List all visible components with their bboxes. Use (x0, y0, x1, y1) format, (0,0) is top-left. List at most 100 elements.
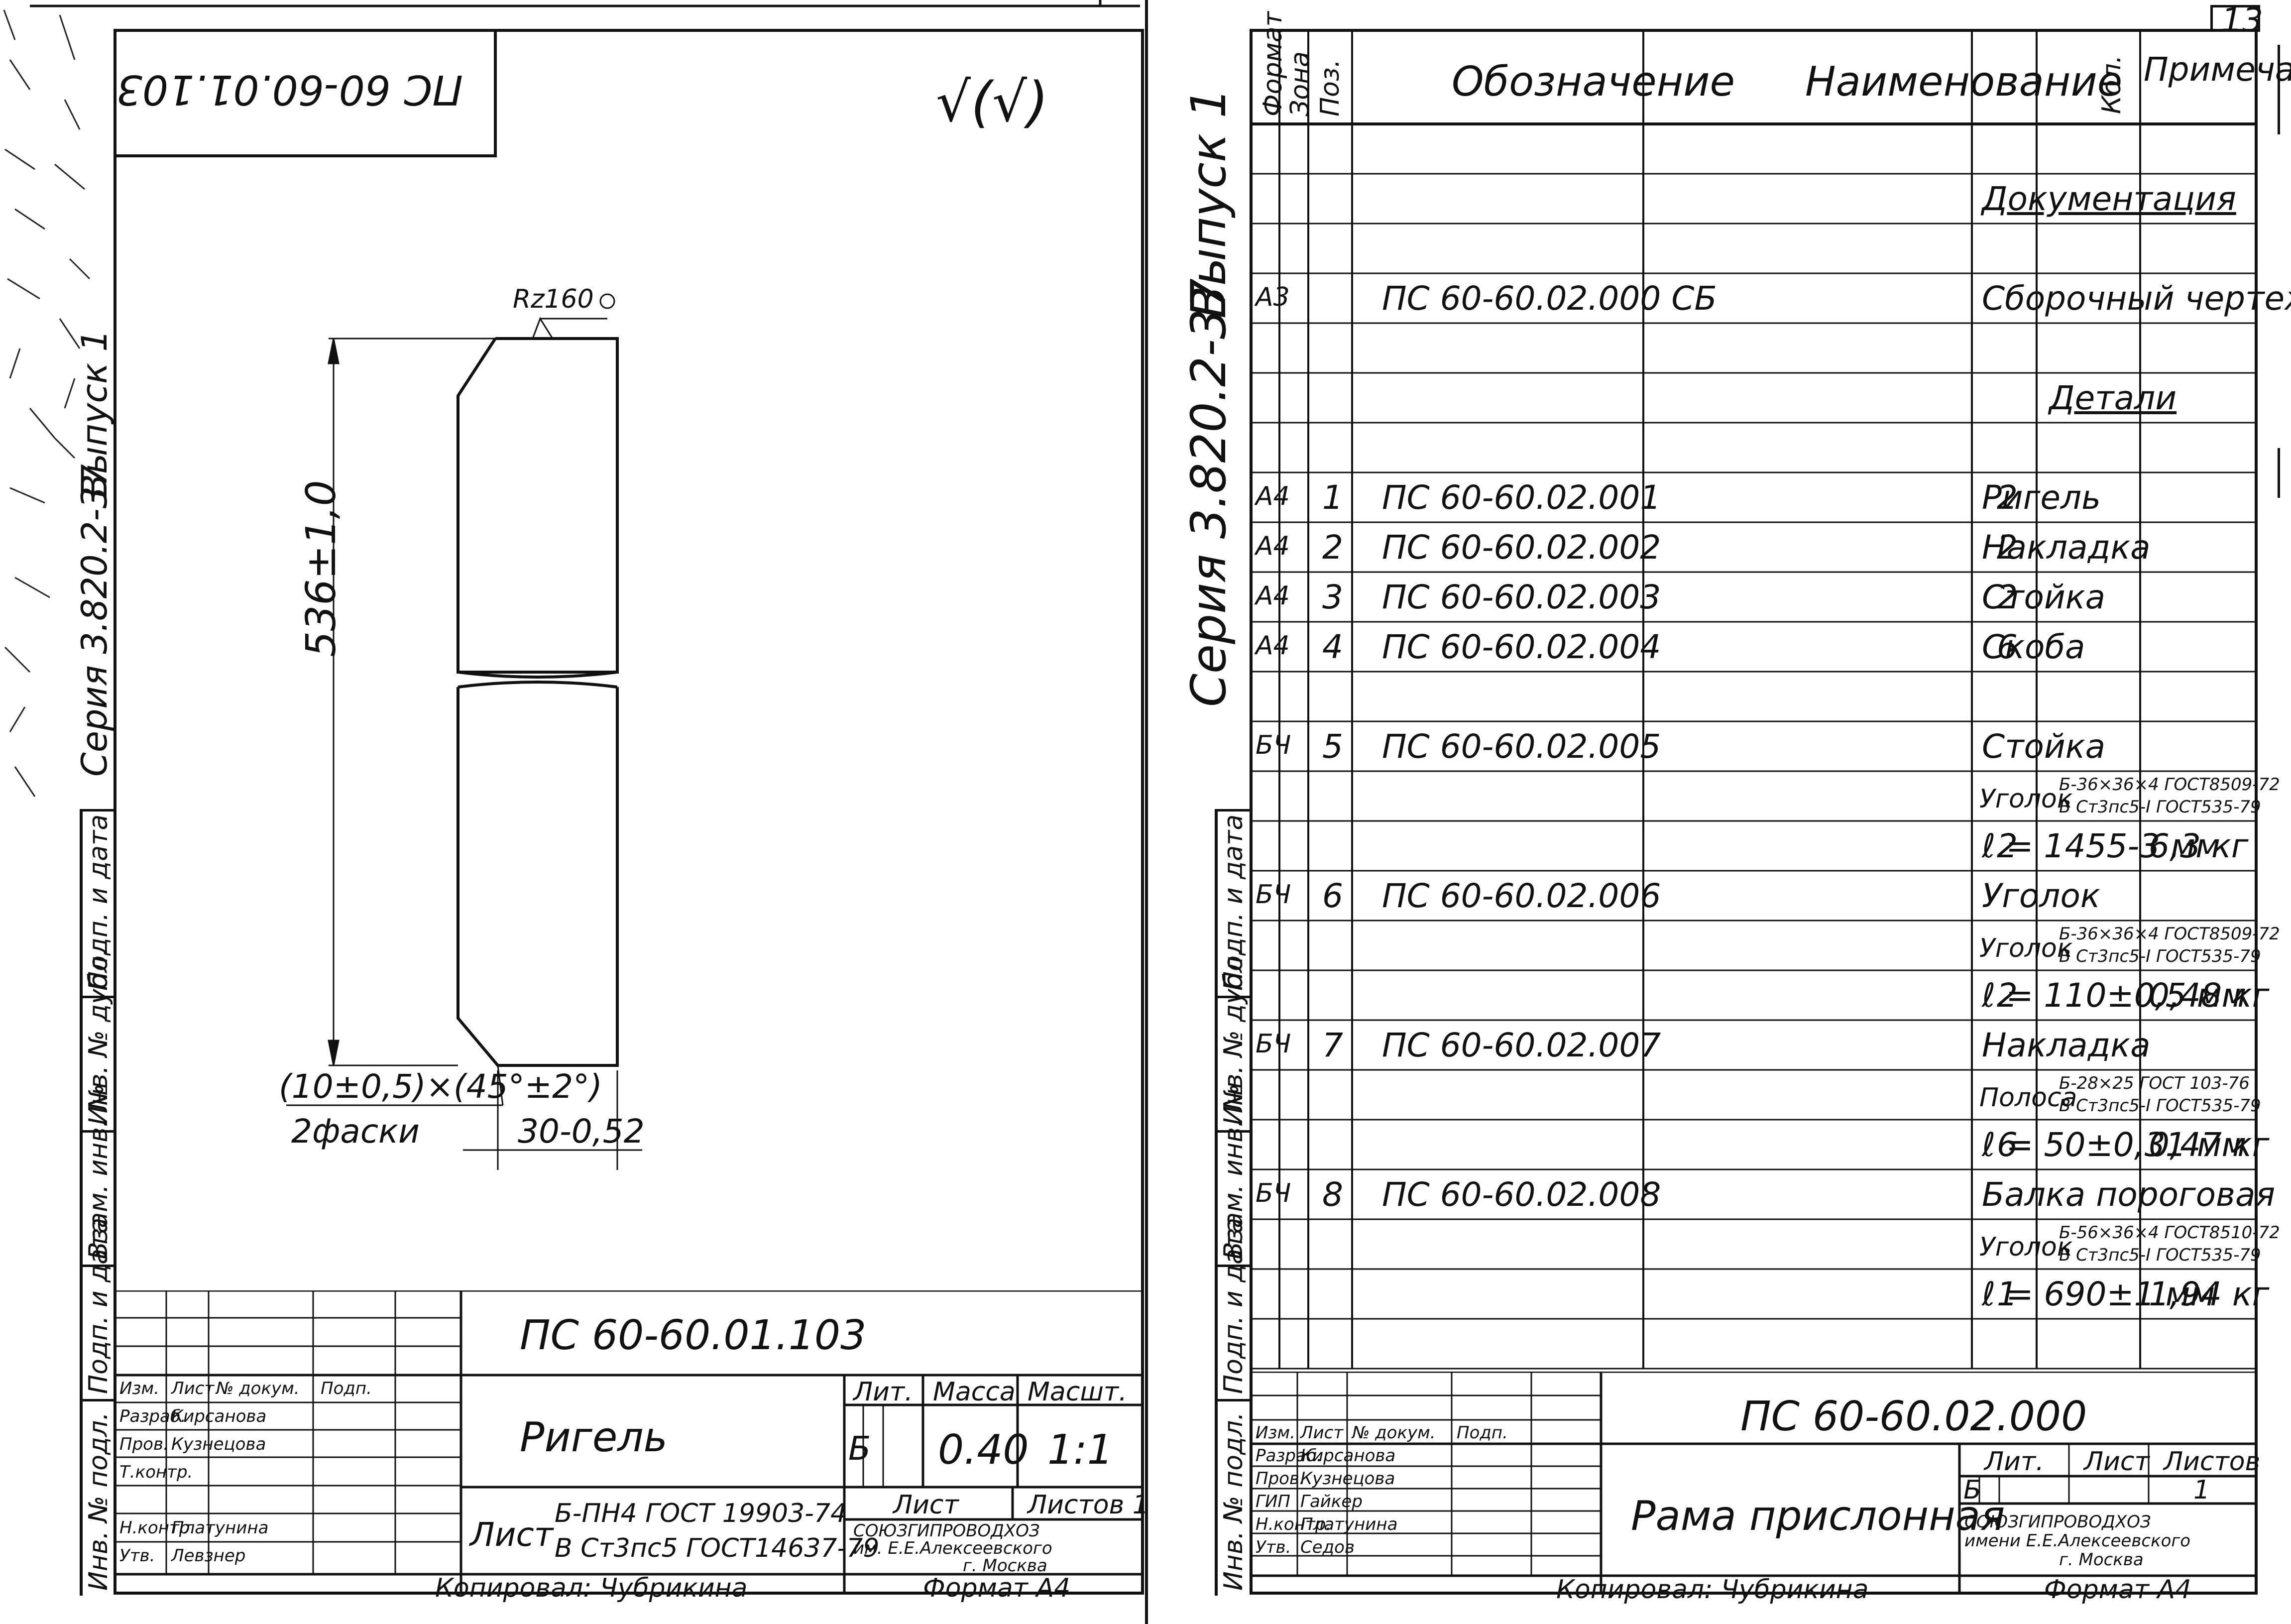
spec-row-name: Балка пороговая (1982, 1175, 2276, 1214)
right-tb-code: ПС 60-60.02.000 (1740, 1393, 2087, 1440)
right-tb-org-2: имени Е.Е.Алексеевского (1964, 1531, 2191, 1551)
spec-row-pos: 7 (1322, 1026, 1343, 1064)
role-role: Изм. (119, 1379, 159, 1398)
left-frame (114, 29, 1144, 1595)
role-sign: № докум. (1352, 1423, 1436, 1443)
spec-row-pos: 8 (1322, 1175, 1343, 1214)
left-tb-mass-header: Масса (933, 1377, 1016, 1407)
right-tb-name: Рама прислонная (1631, 1493, 2005, 1540)
role-role: Н.контр. (119, 1518, 196, 1538)
left-tb-sheets-header: Листов 1 (1028, 1490, 1149, 1520)
spec-row-designation: ПС 60-60.02.004 (1382, 628, 1661, 666)
role-sign: № докум. (216, 1379, 300, 1398)
spec-row-qty: 6 (1997, 1126, 2018, 1164)
right-tb-format: Формат А4 (2044, 1575, 2192, 1605)
right-tb-copied: Копировал: Чубрикина (1556, 1575, 1869, 1605)
spec-row-name: Накладка (1982, 1026, 2151, 1064)
mirrored-code-box (114, 29, 497, 157)
spec-row-format: А4 (1256, 531, 1290, 561)
spec-row-format: БЧ (1256, 1029, 1291, 1059)
spec-row-profile-line2: В Ст3пс5-I ГОСТ535-79 (2059, 1096, 2261, 1116)
spec-row-pos: 5 (1322, 727, 1343, 766)
left-stamp-orig: Инв. № подл. (84, 1412, 114, 1591)
part-drawing (286, 293, 642, 1170)
spec-row-name: Уголок (1982, 877, 2100, 915)
sheet-number: 13 (2221, 1, 2263, 39)
role-name: Платунина (171, 1518, 269, 1538)
right-frame (1250, 29, 2258, 1595)
role-role: Т.контр. (119, 1462, 193, 1482)
role-role: Утв. (119, 1546, 155, 1566)
role-name: Лист (171, 1379, 215, 1398)
right-tb-sheets-header: Листов (2164, 1447, 2261, 1477)
right-title-block: ПС 60-60.02.000 Рама прислонная Лит. Лис… (1253, 1372, 2260, 1603)
role-role: Н.контр. (1256, 1514, 1332, 1534)
spec-row-profile-line1: Б-56×36×4 ГОСТ8510-72 (2059, 1223, 2280, 1243)
role-role: Утв. (1256, 1537, 1291, 1557)
spec-row-name: ℓ = 50±0,31 мм (1982, 1126, 2247, 1164)
left-title-block: ПС 60-60.01.103 Ригель Лит. Масса Масшт.… (116, 1290, 1149, 1601)
role-name: Кузнецова (1300, 1469, 1395, 1489)
left-tb-copied: Копировал: Чубрикина (435, 1573, 748, 1603)
spec-row-qty: 1 (1997, 1275, 2018, 1313)
right-tb-lit-header: Лит. (1984, 1447, 2044, 1477)
role-role: Пров. (119, 1434, 169, 1454)
role-role: Разраб. (119, 1406, 186, 1426)
role-name: Седов (1300, 1537, 1355, 1557)
left-tb-sheet-header: Лист (893, 1490, 959, 1520)
spec-row-profile: Уголок (1979, 1232, 2073, 1262)
spec-row-name: Стойка (1982, 578, 2106, 616)
spec-row-qty: 2 (1997, 976, 2018, 1015)
spec-row-profile-line1: Б-36×36×4 ГОСТ8509-72 (2059, 775, 2280, 795)
spec-row-pos: 4 (1322, 628, 1343, 666)
spec-row-designation: ПС 60-60.02.007 (1382, 1026, 1661, 1064)
chamfer-dim: (10±0,5)×(45°±2°) (279, 1067, 602, 1106)
left-tb-format: Формат А4 (923, 1573, 1071, 1603)
left-stamp-sign-date-2: Подп. и дата (84, 1217, 114, 1394)
spec-row-profile-line1: Б-28×25 ГОСТ 103-76 (2059, 1073, 2250, 1093)
spec-row-note: 1,94 кг (2149, 1275, 2270, 1313)
right-stamp-sign-date-2: Подп. и дата (1219, 1217, 1249, 1394)
role-role: Разраб. (1256, 1446, 1322, 1466)
hdr-zone: Зона (1285, 51, 1315, 116)
right-tb-sheets: 1 (2193, 1475, 2210, 1505)
spec-table: Формат Зона Поз. Обозначение Наименовани… (1253, 11, 2291, 1371)
hdr-format: Формат (1258, 11, 1288, 116)
left-tb-lit: Б (848, 1429, 871, 1468)
spec-row-name: Детали (2049, 379, 2177, 417)
left-tb-lit-header: Лит. (853, 1377, 913, 1407)
role-date: Подп. (321, 1379, 372, 1398)
role-name: Кузнецова (171, 1434, 266, 1454)
spec-row-qty: 2 (1997, 478, 2018, 517)
spec-row-designation: ПС 60-60.02.006 (1382, 877, 1661, 915)
role-date: Подп. (1457, 1423, 1508, 1443)
right-side-strip-2: Серия 3.820.2-37 (1181, 278, 1237, 707)
left-tb-scale-header: Масшт. (1028, 1377, 1127, 1407)
mirrored-code: ПС 60-60.01.103 (116, 66, 463, 113)
chamfer-note: 2фаски (291, 1112, 420, 1151)
spec-row-name: Скоба (1982, 628, 2085, 666)
spec-row-profile-line1: Б-36×36×4 ГОСТ8509-72 (2059, 924, 2280, 944)
left-tb-code: ПС 60-60.01.103 (520, 1312, 867, 1359)
left-tb-org-3: г. Москва (963, 1556, 1047, 1576)
left-tb-material-2: В Ст3пс5 ГОСТ14637-79 (555, 1533, 880, 1563)
spec-row-designation: ПС 60-60.02.003 (1382, 578, 1661, 616)
right-stamp-orig: Инв. № подл. (1219, 1412, 1249, 1591)
role-name: Гайкер (1300, 1492, 1363, 1511)
spec-row-qty: 2 (1997, 528, 2018, 567)
spec-row-designation: ПС 60-60.02.001 (1382, 478, 1661, 517)
spec-row-name: ℓ = 110±0,5 мм (1982, 976, 2247, 1015)
spec-row-note: 0,48 кг (2149, 976, 2270, 1015)
spec-row-name: Ригель (1982, 478, 2101, 517)
spec-row-qty: 2 (1997, 578, 2018, 616)
spec-row-profile: Уголок (1979, 784, 2073, 814)
right-tb-sheet-header: Лист (2084, 1447, 2150, 1477)
left-tb-material-1: Б-ПН4 ГОСТ 19903-74 (555, 1499, 847, 1528)
left-tb-name: Ригель (520, 1414, 668, 1461)
spec-row-pos: 3 (1322, 578, 1343, 616)
hdr-qty: Кол. (2097, 55, 2127, 115)
hdr-designation: Обозначение (1452, 58, 1735, 106)
spec-row-qty: 6 (1997, 628, 2018, 666)
hdr-note: Примечание (2144, 50, 2291, 89)
spec-row-designation: ПС 60-60.02.005 (1382, 727, 1661, 766)
